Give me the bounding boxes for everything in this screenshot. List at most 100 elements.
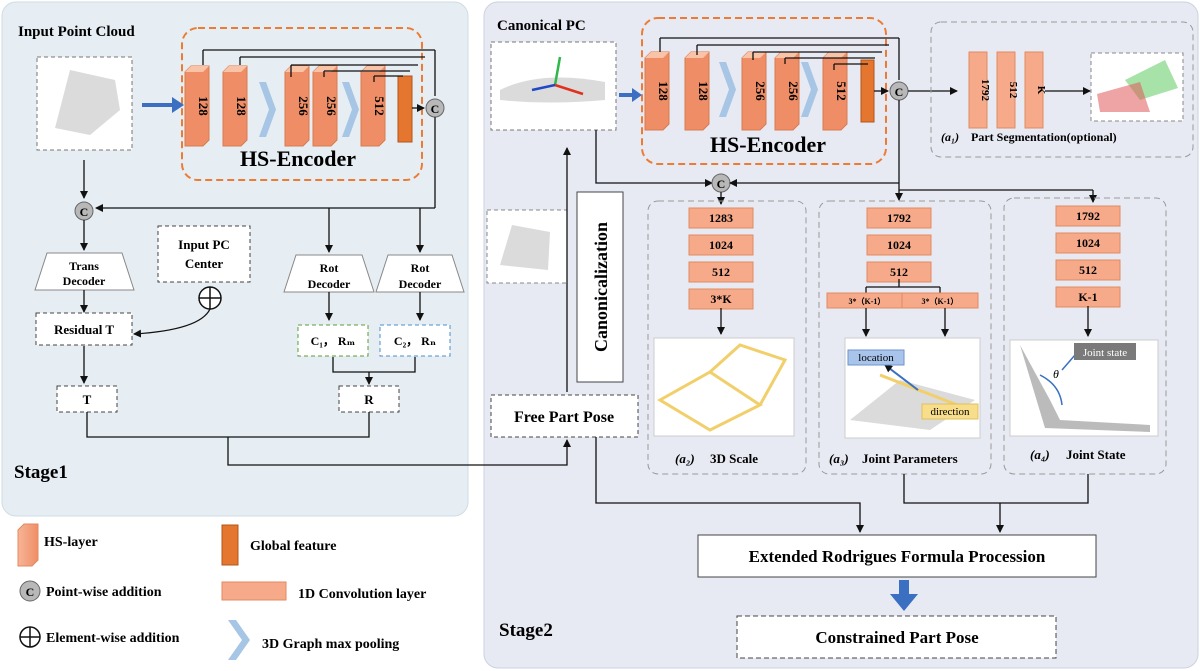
conv1d-layer-channels: 1024 (1076, 236, 1100, 250)
input-point-cloud-title: Input Point Cloud (18, 24, 135, 40)
hs-layer-channels: 512 (834, 81, 849, 101)
graph-max-pooling-icon (801, 62, 818, 117)
conv1d-layer-channels: 3*K (710, 292, 732, 306)
canonicalization-box (576, 191, 624, 383)
c1-rm-box (297, 324, 369, 357)
free-part-pose-label: Free Part Pose (514, 409, 614, 426)
conv1d-layer (1055, 259, 1121, 281)
rodrigues-label: Extended Rodrigues Formula Procession (749, 547, 1046, 566)
constrained-pose-label: Constrained Part Pose (815, 628, 979, 647)
conv1d-layer (1055, 205, 1121, 227)
hs-layer-channels: 512 (372, 96, 387, 116)
segmentation-panel (930, 21, 1194, 158)
stage1-hs-encoder: 128 128 256 256 512 (184, 65, 425, 147)
trans-decoder-line1: Trans (69, 259, 99, 273)
r-label: R (364, 392, 374, 407)
legend-graph-pool: 3D Graph max pooling (262, 637, 399, 652)
hs-layer: 128 (644, 51, 671, 131)
stage1-concat-c: C (431, 102, 440, 116)
hs-layer-channels: 128 (234, 96, 249, 116)
legend-global-feature: Global feature (250, 539, 336, 554)
rot-decoder-2 (375, 254, 465, 293)
rodrigues-box (697, 534, 1097, 578)
global-feature-bar (860, 59, 875, 123)
r-box (338, 385, 400, 413)
stage1-encoder-label: HS-Encoder (240, 146, 356, 171)
hs-layer-channels: 256 (296, 96, 311, 116)
joint-state-tag-label: Joint state (1083, 347, 1127, 359)
conv1d-layer (1055, 232, 1121, 254)
c1-rm-label: C₁， Rₘ (311, 334, 356, 348)
legend-graph-pool-icon (228, 620, 250, 660)
conv1d-layer (996, 51, 1016, 129)
direction-label: direction (930, 406, 970, 418)
seg-caption-prefix: (a₁) (941, 130, 959, 144)
hs-layer-channels: 128 (696, 81, 711, 101)
conv1d-layer-channels: 1792 (979, 79, 991, 102)
conv1d-layer-channels: 512 (712, 265, 730, 279)
hs-layer: 256 (312, 65, 339, 147)
conv1d-layer (866, 207, 932, 229)
stage2-skip-lines (659, 37, 900, 80)
input-pc-center-line1: Input PC (178, 237, 230, 252)
legend-conv1d: 1D Convolution layer (298, 587, 426, 602)
location-label: location (858, 352, 894, 364)
legend-conv-icon (221, 581, 287, 601)
conv1d-layer-channels: K (1035, 86, 1047, 95)
trans-decoder (34, 252, 135, 291)
input-pc-center-line2: Center (185, 256, 223, 271)
scale-result-image (653, 337, 795, 437)
joint-caption: Joint Parameters (862, 451, 958, 466)
joint-state-tag (1074, 343, 1136, 360)
theta-label: θ (1053, 367, 1059, 381)
conv1d-layer (968, 51, 988, 129)
svg-text:Rot: Rot (411, 261, 430, 275)
stage2-label: Stage2 (499, 620, 553, 641)
scale-layers: 1283 1024 512 3*K (688, 207, 754, 310)
input-point-cloud-image (36, 56, 133, 151)
conv1d-layer-channels: 1792 (1076, 209, 1100, 223)
joint-split-right-label: 3*（K-1） (922, 296, 959, 306)
free-part-pose-box (490, 394, 639, 438)
input-point-cloud-points (55, 70, 120, 135)
free-part-pc-image (486, 209, 568, 284)
legend-pointwise: Point-wise addition (46, 585, 162, 600)
scale-caption: 3D Scale (710, 451, 758, 466)
input-pc-center-box (157, 225, 251, 283)
conv1d-layer-channels: 512 (1007, 82, 1019, 99)
stage2-encoder-label: HS-Encoder (710, 132, 826, 157)
stage2-encoder-border (641, 17, 887, 165)
hs-layer: 128 (222, 65, 249, 147)
graph-max-pooling-icon (342, 82, 359, 137)
conv1d-layer (1024, 51, 1044, 129)
residual-t-box (35, 312, 133, 346)
legend-global-feature-icon (221, 524, 239, 566)
conv1d-layer-channels: 1024 (709, 238, 733, 252)
svg-text:C: C (80, 205, 89, 219)
hs-layer-channels: 256 (786, 81, 801, 101)
conv1d-layer (688, 207, 754, 229)
legend-elementwise: Element-wise addition (46, 631, 180, 646)
conv1d-layer-channels: 512 (890, 265, 908, 279)
legend: HS-layer Global feature C Point-wise add… (17, 523, 426, 660)
residual-t-label: Residual T (54, 322, 114, 337)
rodrigues-output-arrow (890, 580, 918, 611)
trans-decoder-line2: Decoder (63, 274, 106, 288)
seg-caption: Part Segmentation(optional) (971, 130, 1117, 144)
conv1d-layer-channels: K-1 (1078, 290, 1097, 304)
hs-layer-channels: 128 (196, 96, 211, 116)
axis-x-icon (554, 83, 584, 96)
stage1-skip-lines (202, 49, 436, 96)
joint-split-left-label: 3*（K-1） (849, 296, 886, 306)
joint-caption-prefix: (a₃) (829, 451, 849, 466)
svg-text:C: C (26, 585, 35, 599)
state-panel (1003, 197, 1167, 475)
conv1d-layer-channels: 1283 (709, 211, 733, 225)
conv1d-layer-channels: 1024 (887, 238, 911, 252)
conv1d-layer (688, 234, 754, 256)
hs-layer-channels: 256 (324, 96, 339, 116)
svg-text:C: C (895, 85, 904, 99)
